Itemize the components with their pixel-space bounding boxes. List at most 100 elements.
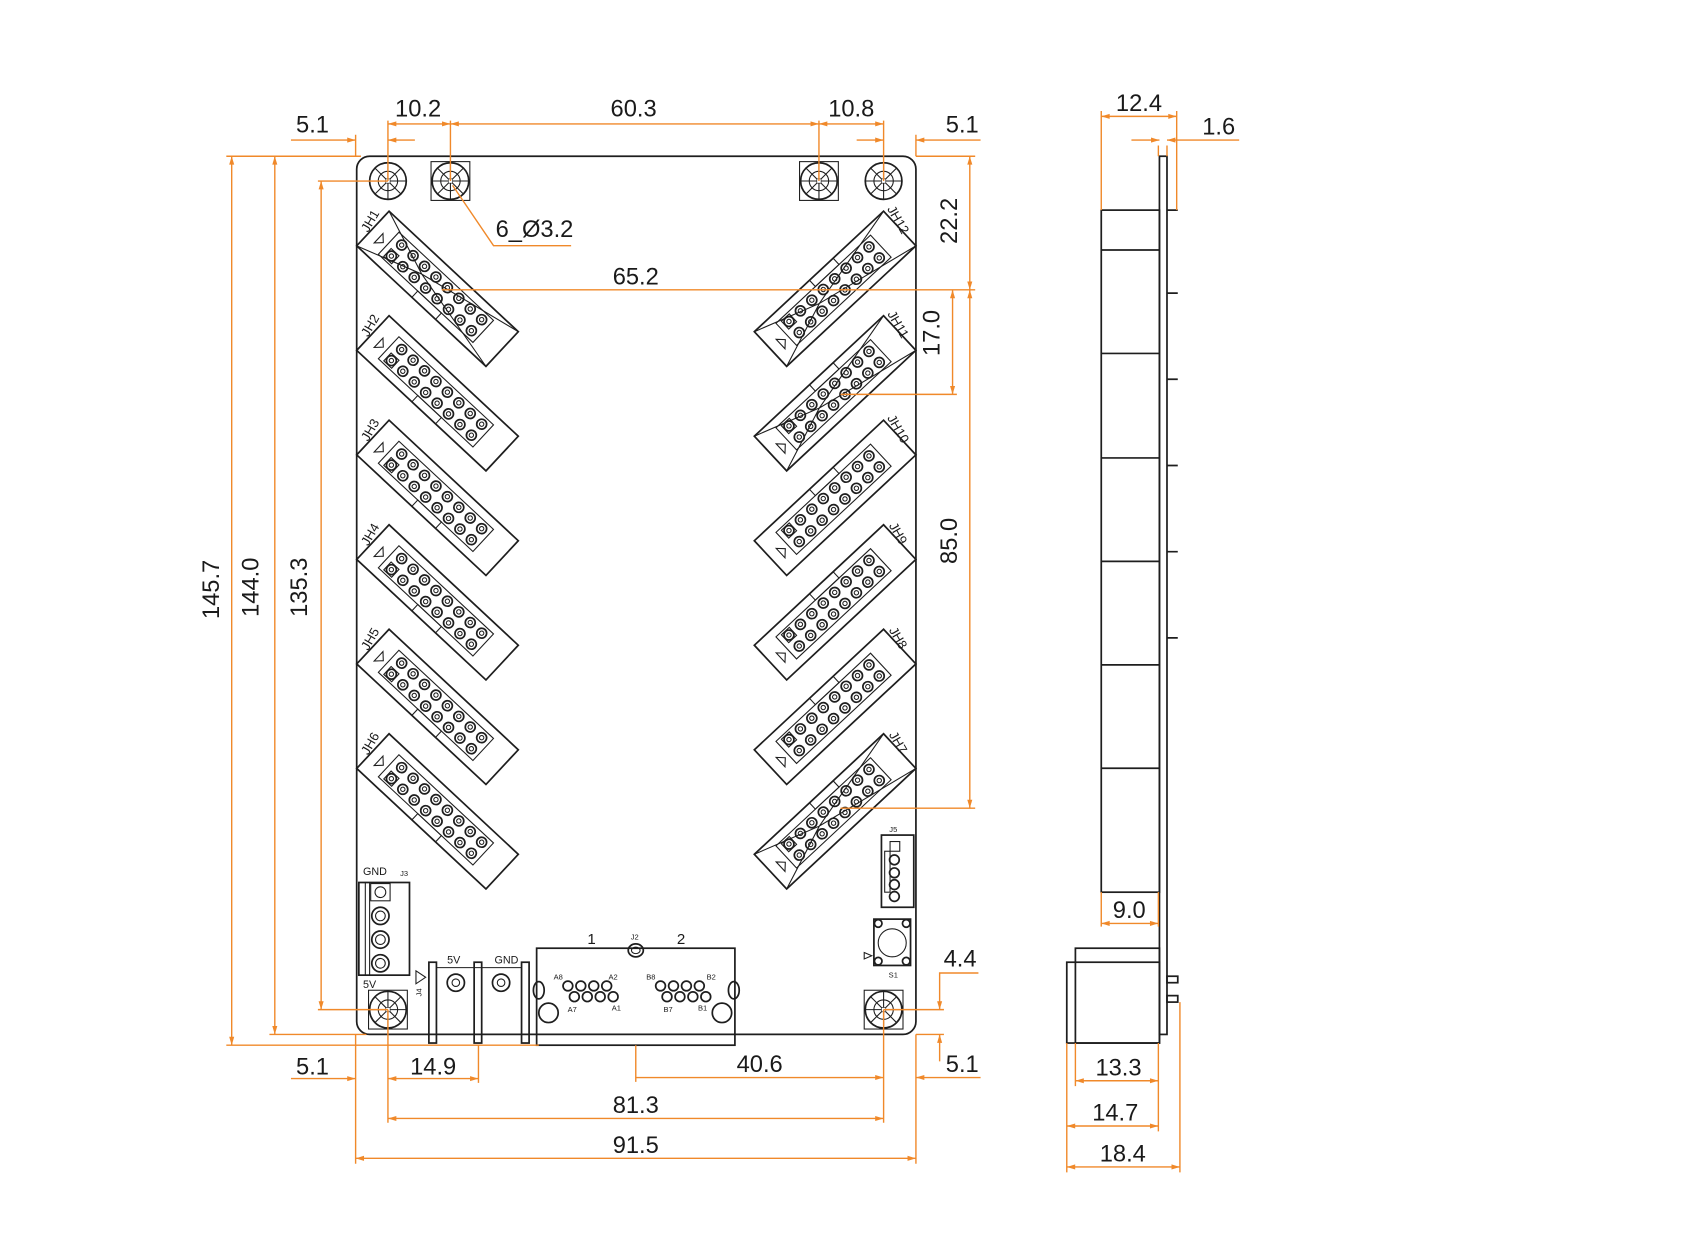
pin (862, 576, 874, 588)
pin (794, 304, 807, 317)
pin (419, 700, 432, 712)
pin (840, 471, 852, 484)
pin (419, 386, 432, 399)
side-view: 12.4 1.6 9.0 13.3 14.7 18.4 (1065, 91, 1240, 1173)
pin (562, 980, 574, 992)
j4-ref-label: J4 (414, 988, 423, 996)
pin (817, 283, 830, 296)
connector-label: JH2 (358, 312, 382, 339)
dim-hole-spec: 6_Ø3.2 (496, 217, 574, 243)
pin (862, 367, 874, 379)
pin (828, 377, 841, 390)
connector-label: JH8 (886, 624, 910, 651)
pin (816, 514, 828, 527)
pin (452, 292, 465, 305)
pin (475, 731, 488, 744)
pin (862, 262, 874, 275)
dim-hole-height: 135.3 (287, 558, 313, 617)
pin (794, 618, 807, 631)
connector-label: JH5 (358, 625, 382, 652)
pin (850, 273, 863, 286)
pin (783, 629, 795, 641)
pin (430, 793, 442, 806)
pin (806, 816, 818, 829)
pin (804, 420, 817, 433)
pin (464, 721, 477, 733)
j4-gnd-label: GND (495, 954, 519, 966)
j5-ref-label: J5 (889, 825, 897, 834)
pin (851, 356, 864, 368)
pin (465, 847, 478, 860)
power-terminal-j3: GND J3 5V (357, 866, 411, 991)
s1-ref-label: S1 (889, 970, 898, 979)
dim-dual-offset: 40.6 (737, 1052, 783, 1078)
pin (804, 629, 817, 642)
pin-a1-label: A1 (612, 1004, 621, 1013)
ribbon-connector-jh6 (355, 732, 520, 891)
pin1-marker-icon (372, 232, 384, 244)
connector-stack (1100, 209, 1161, 894)
ribbon-connector-jh3 (355, 418, 520, 577)
pin1-marker-icon (774, 443, 786, 455)
pin (816, 305, 828, 318)
pin1-marker-icon (372, 441, 384, 453)
pin (827, 608, 840, 620)
pin (863, 345, 875, 358)
dim-left-margin-top: 5.1 (296, 113, 329, 139)
pin (431, 292, 443, 305)
pin (863, 659, 875, 671)
pin (431, 606, 443, 619)
pin (454, 418, 466, 431)
pin (817, 492, 830, 505)
pin (431, 710, 443, 723)
pin-a7-label: A7 (568, 1005, 577, 1014)
pin (430, 689, 442, 701)
pin (817, 701, 830, 714)
pin (783, 838, 795, 850)
pin (873, 774, 886, 787)
pin (873, 252, 886, 264)
pin (816, 618, 828, 631)
pin (862, 785, 874, 797)
dim-board-height: 144.0 (239, 558, 265, 617)
pin (816, 827, 828, 840)
pin (454, 836, 466, 849)
pin (442, 721, 455, 734)
pin (863, 763, 875, 776)
dim-jack-offset: 14.9 (410, 1054, 456, 1080)
pin (442, 617, 455, 629)
pcb-edge (1158, 155, 1168, 1036)
pin (442, 826, 455, 838)
pin (862, 680, 874, 693)
connector-label: JH6 (358, 730, 382, 757)
pin (442, 512, 455, 525)
pin (839, 493, 851, 505)
pin (452, 606, 465, 618)
pin (828, 586, 841, 599)
pin (430, 271, 442, 283)
pin (839, 388, 851, 401)
pin (452, 397, 465, 409)
pin (793, 744, 806, 757)
pin (839, 806, 851, 819)
pin (828, 273, 841, 285)
pin (465, 533, 478, 546)
pin (850, 691, 863, 704)
pin (419, 282, 432, 294)
pin (850, 377, 863, 390)
pin (430, 480, 442, 492)
pin (827, 712, 840, 725)
pin (464, 407, 477, 420)
pin (475, 627, 488, 640)
pin (452, 501, 465, 514)
pin (806, 607, 818, 620)
pin (873, 565, 886, 578)
pin (395, 761, 408, 774)
pin (863, 554, 875, 567)
connector-label: JH10 (884, 412, 912, 446)
pin (396, 365, 409, 378)
pin (430, 584, 442, 597)
pin (395, 448, 408, 460)
pin (594, 990, 606, 1003)
